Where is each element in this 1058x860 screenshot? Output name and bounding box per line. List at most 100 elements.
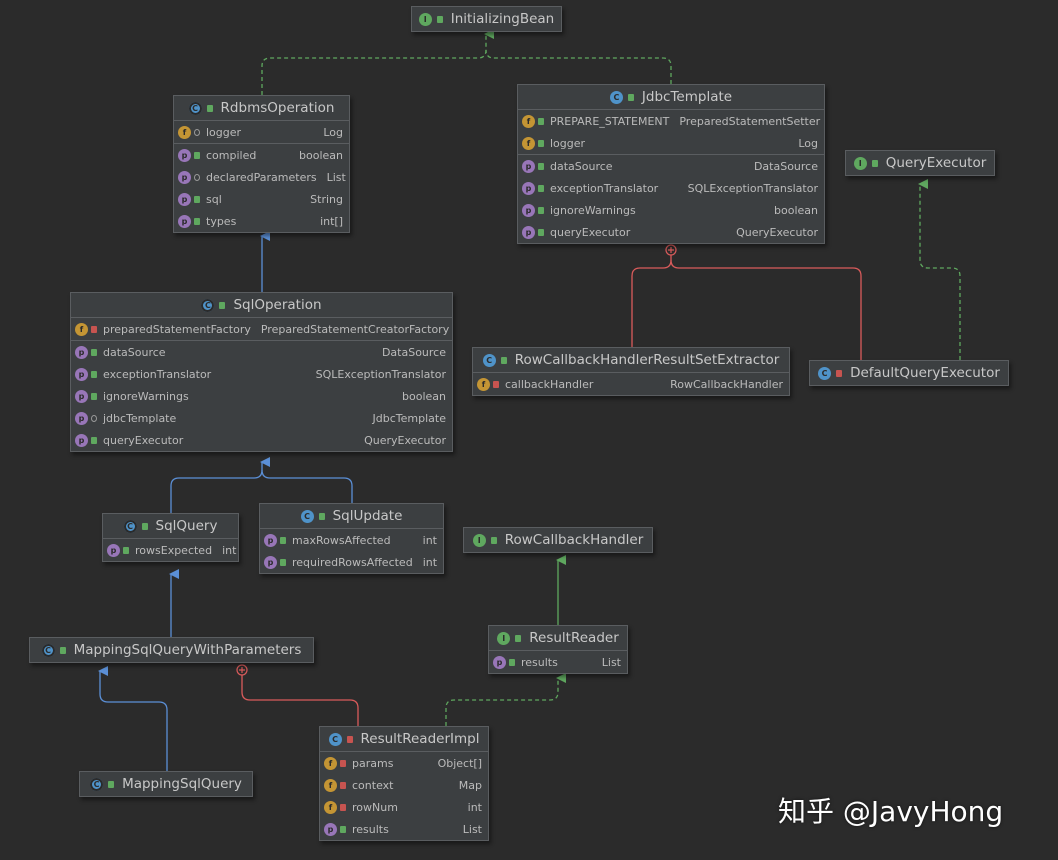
edge-mappingwithparams-inner-resultreaderimpl — [241, 675, 359, 726]
node-defaultqueryexecutor[interactable]: C DefaultQueryExecutor — [809, 360, 1009, 386]
property-icon: p — [75, 389, 88, 403]
class-name: SqlUpdate — [332, 508, 403, 524]
property-icon: p — [324, 822, 337, 836]
property-icon: p — [522, 203, 535, 217]
public-icon — [59, 646, 66, 654]
class-name: MappingSqlQuery — [122, 776, 242, 792]
static-field-icon: f — [522, 114, 535, 128]
edge-jdbc-implements-initializingbean — [485, 49, 672, 84]
public-icon — [500, 356, 507, 364]
property-icon: p — [107, 543, 120, 557]
public-icon — [91, 436, 97, 444]
property-icon: p — [522, 159, 535, 173]
package-private-icon — [91, 414, 97, 422]
node-rowcallbackhandlerresultsetextractor[interactable]: C RowCallbackHandlerResultSetExtractor f… — [472, 347, 790, 396]
edge-defaultexecutor-implements-queryexecutor — [918, 179, 961, 360]
class-name: SqlQuery — [155, 518, 218, 534]
public-icon — [871, 159, 878, 167]
property-icon: p — [522, 225, 535, 239]
public-icon — [318, 512, 325, 520]
public-icon — [108, 780, 115, 788]
node-mappingsqlquerywithparameters[interactable]: C MappingSqlQueryWithParameters — [29, 637, 314, 663]
public-icon — [538, 228, 544, 236]
class-name: DefaultQueryExecutor — [850, 365, 1000, 381]
watermark: 知乎 @JavyHong — [778, 795, 1004, 828]
abstract-class-icon: C — [188, 101, 202, 115]
node-header: C SqlOperation — [71, 293, 452, 317]
property-icon: p — [75, 411, 88, 425]
class-name: QueryExecutor — [885, 155, 987, 171]
abstract-class-icon: C — [90, 777, 104, 791]
public-icon — [194, 151, 200, 159]
inner-class-marker-mapping — [236, 664, 248, 676]
abstract-class-icon: C — [123, 519, 137, 533]
property-icon: p — [178, 148, 191, 162]
private-icon — [340, 803, 346, 811]
property-icon: p — [522, 181, 535, 195]
edge-jdbc-inner-defaultexecutor — [670, 259, 862, 360]
public-icon — [91, 392, 97, 400]
edge-jdbc-inner-extractor — [631, 250, 672, 347]
field-icon: f — [324, 778, 337, 792]
private-icon — [836, 369, 843, 377]
node-header: C MappingSqlQuery — [80, 772, 252, 796]
interface-icon: I — [418, 12, 432, 26]
abstract-class-icon: C — [201, 298, 215, 312]
property-icon: p — [493, 655, 506, 669]
private-icon — [340, 759, 346, 767]
edge-sqlupdate-extends-sqloperation — [261, 469, 353, 503]
node-queryexecutor[interactable]: I QueryExecutor — [845, 150, 995, 176]
class-name: InitializingBean — [450, 11, 555, 27]
public-icon — [538, 117, 544, 125]
class-name: ResultReader — [529, 630, 619, 646]
node-header: I RowCallbackHandler — [464, 528, 652, 552]
node-initializingbean[interactable]: I InitializingBean — [411, 6, 562, 32]
public-icon — [490, 536, 497, 544]
class-name: RdbmsOperation — [220, 100, 335, 116]
public-icon — [194, 217, 200, 225]
public-icon — [91, 370, 97, 378]
public-icon — [91, 348, 97, 356]
public-icon — [538, 206, 544, 214]
public-icon — [538, 139, 544, 147]
node-header: C JdbcTemplate — [518, 85, 824, 109]
class-icon: C — [300, 509, 314, 523]
node-mappingsqlquery[interactable]: C MappingSqlQuery — [79, 771, 253, 797]
package-private-icon — [194, 173, 200, 181]
interface-icon: I — [472, 533, 486, 547]
public-icon — [123, 546, 129, 554]
field-icon: f — [178, 125, 191, 139]
public-icon — [219, 301, 226, 309]
public-icon — [538, 184, 544, 192]
public-icon — [515, 634, 522, 642]
field-icon: f — [324, 800, 337, 814]
inner-class-icon: C — [482, 353, 496, 367]
class-icon: C — [328, 732, 342, 746]
edge-resultreaderimpl-implements-resultreader — [445, 673, 566, 726]
node-rowcallbackhandler[interactable]: I RowCallbackHandler — [463, 527, 653, 553]
